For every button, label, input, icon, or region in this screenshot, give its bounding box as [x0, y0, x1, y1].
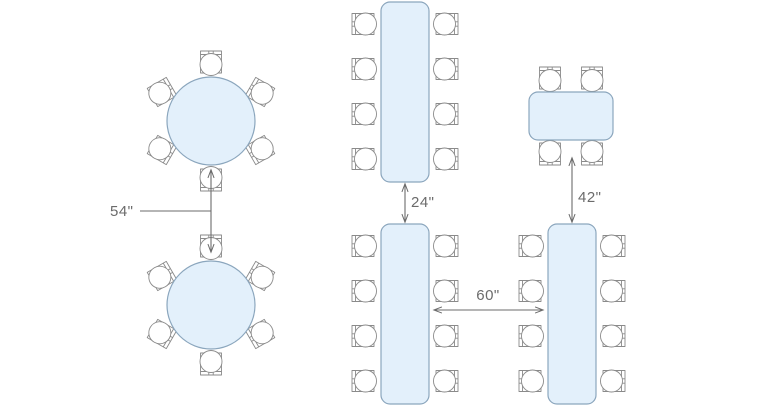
round-tables-group: 54"	[110, 50, 278, 376]
chair	[518, 324, 544, 348]
chair	[433, 12, 459, 36]
chair	[600, 279, 626, 303]
chair	[351, 324, 377, 348]
chair	[518, 369, 544, 393]
chair	[199, 50, 223, 76]
chair	[433, 57, 459, 81]
dimension-label-24: 24"	[411, 194, 435, 211]
chair	[580, 140, 604, 166]
round-table-bottom	[166, 260, 256, 350]
chair	[351, 279, 377, 303]
chair	[433, 324, 459, 348]
dimension-label-42: 42"	[578, 189, 602, 206]
square-table-right-top	[528, 91, 614, 141]
chair	[199, 350, 223, 376]
chair	[433, 234, 459, 258]
long-tables-center-group: 24"	[351, 1, 459, 405]
chair	[433, 102, 459, 126]
chair	[600, 234, 626, 258]
chair	[351, 57, 377, 81]
dimension-42: 42"	[572, 158, 602, 222]
rect-table-right-bottom	[547, 223, 597, 405]
rect-table-center-top	[380, 1, 430, 183]
chair	[518, 279, 544, 303]
chair	[580, 66, 604, 92]
dimension-60: 60"	[434, 287, 543, 310]
chair	[433, 369, 459, 393]
chair	[538, 140, 562, 166]
dimension-label-60: 60"	[476, 287, 500, 304]
rect-table-center-bottom	[380, 223, 430, 405]
chair	[600, 369, 626, 393]
chair	[351, 12, 377, 36]
chair	[351, 147, 377, 171]
dimension-54: 54"	[110, 170, 211, 252]
dimension-label-54: 54"	[110, 203, 134, 220]
chair	[518, 234, 544, 258]
dimension-24: 24"	[405, 184, 435, 222]
chair	[351, 369, 377, 393]
chair	[351, 234, 377, 258]
chair	[433, 279, 459, 303]
chair	[351, 102, 377, 126]
right-group: 42"	[518, 66, 626, 405]
chair	[538, 66, 562, 92]
round-table-top	[166, 76, 256, 166]
chair	[600, 324, 626, 348]
chair	[433, 147, 459, 171]
